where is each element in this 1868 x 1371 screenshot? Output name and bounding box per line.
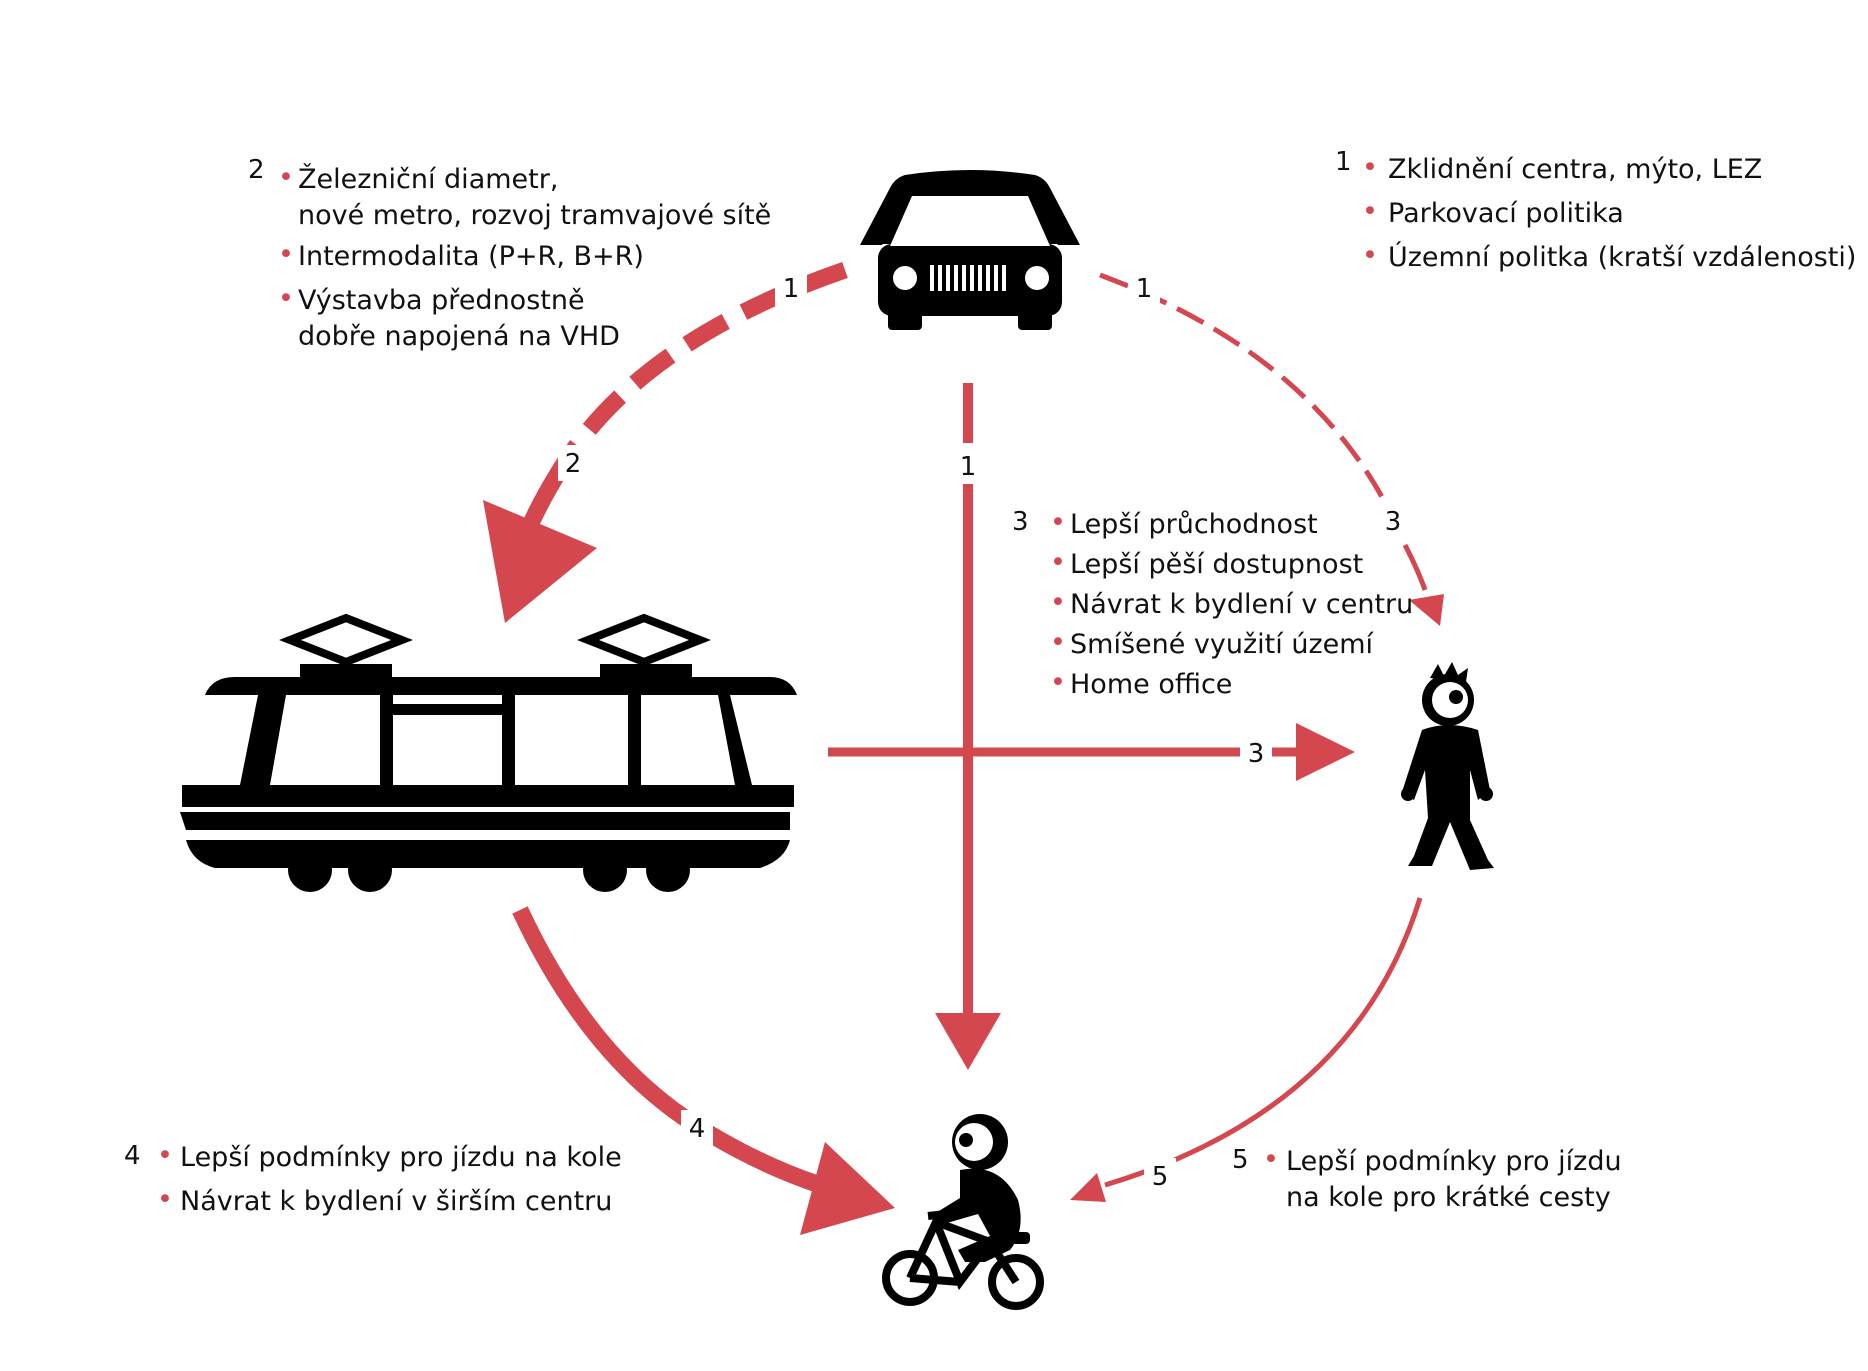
block-3-item-1: Lepší průchodnost bbox=[1070, 509, 1318, 540]
arrowhead-car-to-cyclist bbox=[935, 1013, 1001, 1070]
cyclist-icon bbox=[882, 1114, 1044, 1310]
text-block-4: 4 • Lepší podmínky pro jízdu na kole • N… bbox=[124, 1140, 622, 1217]
arrowhead-pedestrian-to-cyclist bbox=[1070, 1173, 1106, 1202]
arrow-car-to-pedestrian bbox=[1099, 272, 1408, 546]
text-block-2: 2 • Železniční diametr, nové metro, rozv… bbox=[248, 155, 771, 352]
arrow-label-tram-cyclist-4: 4 bbox=[689, 1114, 706, 1144]
bullet: • bbox=[157, 1184, 173, 1215]
text-block-5: 5 • Lepší podmínky pro jízdu na kole pro… bbox=[1232, 1144, 1622, 1213]
block-2-item-3-line-1: Výstavba přednostně bbox=[298, 285, 585, 316]
arrow-label-pedestrian-cyclist-5: 5 bbox=[1152, 1162, 1169, 1192]
block-4-number: 4 bbox=[124, 1141, 141, 1171]
block-5-number: 5 bbox=[1232, 1145, 1249, 1175]
block-3-item-5: Home office bbox=[1070, 669, 1232, 700]
block-4-item-1: Lepší podmínky pro jízdu na kole bbox=[180, 1142, 622, 1173]
bullet: • bbox=[1263, 1144, 1279, 1175]
bullet: • bbox=[1050, 627, 1066, 658]
arrow-label-car-pedestrian-3: 3 bbox=[1385, 507, 1402, 537]
arrow-label-car-cyclist-1: 1 bbox=[960, 452, 977, 482]
bullet: • bbox=[1050, 587, 1066, 618]
block-2-item-1-line-1: Železniční diametr, bbox=[298, 163, 558, 195]
tram-icon bbox=[180, 613, 797, 892]
pedestrian-icon bbox=[1401, 662, 1494, 870]
block-3-item-4: Smíšené využití území bbox=[1070, 629, 1375, 660]
block-2-item-2: Intermodalita (P+R, B+R) bbox=[298, 241, 644, 272]
arrowhead-tram-to-pedestrian bbox=[1296, 723, 1355, 781]
car-icon bbox=[860, 170, 1080, 330]
arrow-label-tram-pedestrian-3: 3 bbox=[1248, 739, 1265, 769]
block-5-item-1-line-1: Lepší podmínky pro jízdu bbox=[1286, 1146, 1622, 1177]
arrow-label-car-tram-2: 2 bbox=[565, 449, 582, 479]
block-2-item-3-line-2: dobře napojená na VHD bbox=[298, 321, 620, 352]
arrow-label-car-tram-1: 1 bbox=[783, 274, 800, 304]
block-1-item-3: Územní politka (kratší vzdálenosti) bbox=[1388, 241, 1856, 273]
block-5-item-1-line-2: na kole pro krátké cesty bbox=[1286, 1182, 1611, 1213]
block-4-item-2: Návrat k bydlení v širším centru bbox=[180, 1186, 612, 1217]
bullet: • bbox=[1050, 667, 1066, 698]
block-3-item-3: Návrat k bydlení v centru bbox=[1070, 589, 1413, 620]
arrows bbox=[483, 261, 1444, 1235]
block-3-item-2: Lepší pěší dostupnost bbox=[1070, 549, 1363, 580]
bullet: • bbox=[278, 239, 294, 270]
arrowhead-tram-to-cyclist bbox=[800, 1142, 895, 1235]
bullet: • bbox=[1050, 507, 1066, 538]
bullet: • bbox=[1362, 240, 1378, 271]
bullet: • bbox=[278, 162, 294, 193]
arrow-pedestrian-to-cyclist bbox=[1104, 897, 1423, 1188]
arrow-tram-to-cyclist bbox=[512, 906, 823, 1194]
block-3-number: 3 bbox=[1012, 507, 1029, 537]
arrow-car-to-pedestrian-tail bbox=[1402, 543, 1428, 591]
arrow-label-car-pedestrian-1: 1 bbox=[1136, 274, 1153, 304]
bullet: • bbox=[157, 1140, 173, 1171]
block-2-item-1-line-2: nové metro, rozvoj tramvajové sítě bbox=[298, 200, 771, 231]
bullet: • bbox=[1362, 196, 1378, 227]
bullet: • bbox=[1362, 152, 1378, 183]
block-1-number: 1 bbox=[1335, 147, 1352, 177]
bullet: • bbox=[278, 283, 294, 314]
arrow-labels: 1 2 1 3 1 3 4 5 bbox=[565, 274, 1402, 1192]
block-1-item-2: Parkovací politika bbox=[1388, 198, 1624, 229]
text-block-3: 3 • Lepší průchodnost • Lepší pěší dostu… bbox=[1012, 507, 1413, 700]
bullet: • bbox=[1050, 547, 1066, 578]
arrowhead-car-to-tram bbox=[483, 500, 597, 623]
text-block-1: 1 • Zklidnění centra, mýto, LEZ • Parkov… bbox=[1335, 147, 1856, 273]
block-2-number: 2 bbox=[248, 155, 265, 185]
block-1-item-1: Zklidnění centra, mýto, LEZ bbox=[1388, 154, 1762, 185]
arrowhead-car-to-pedestrian bbox=[1409, 594, 1444, 626]
